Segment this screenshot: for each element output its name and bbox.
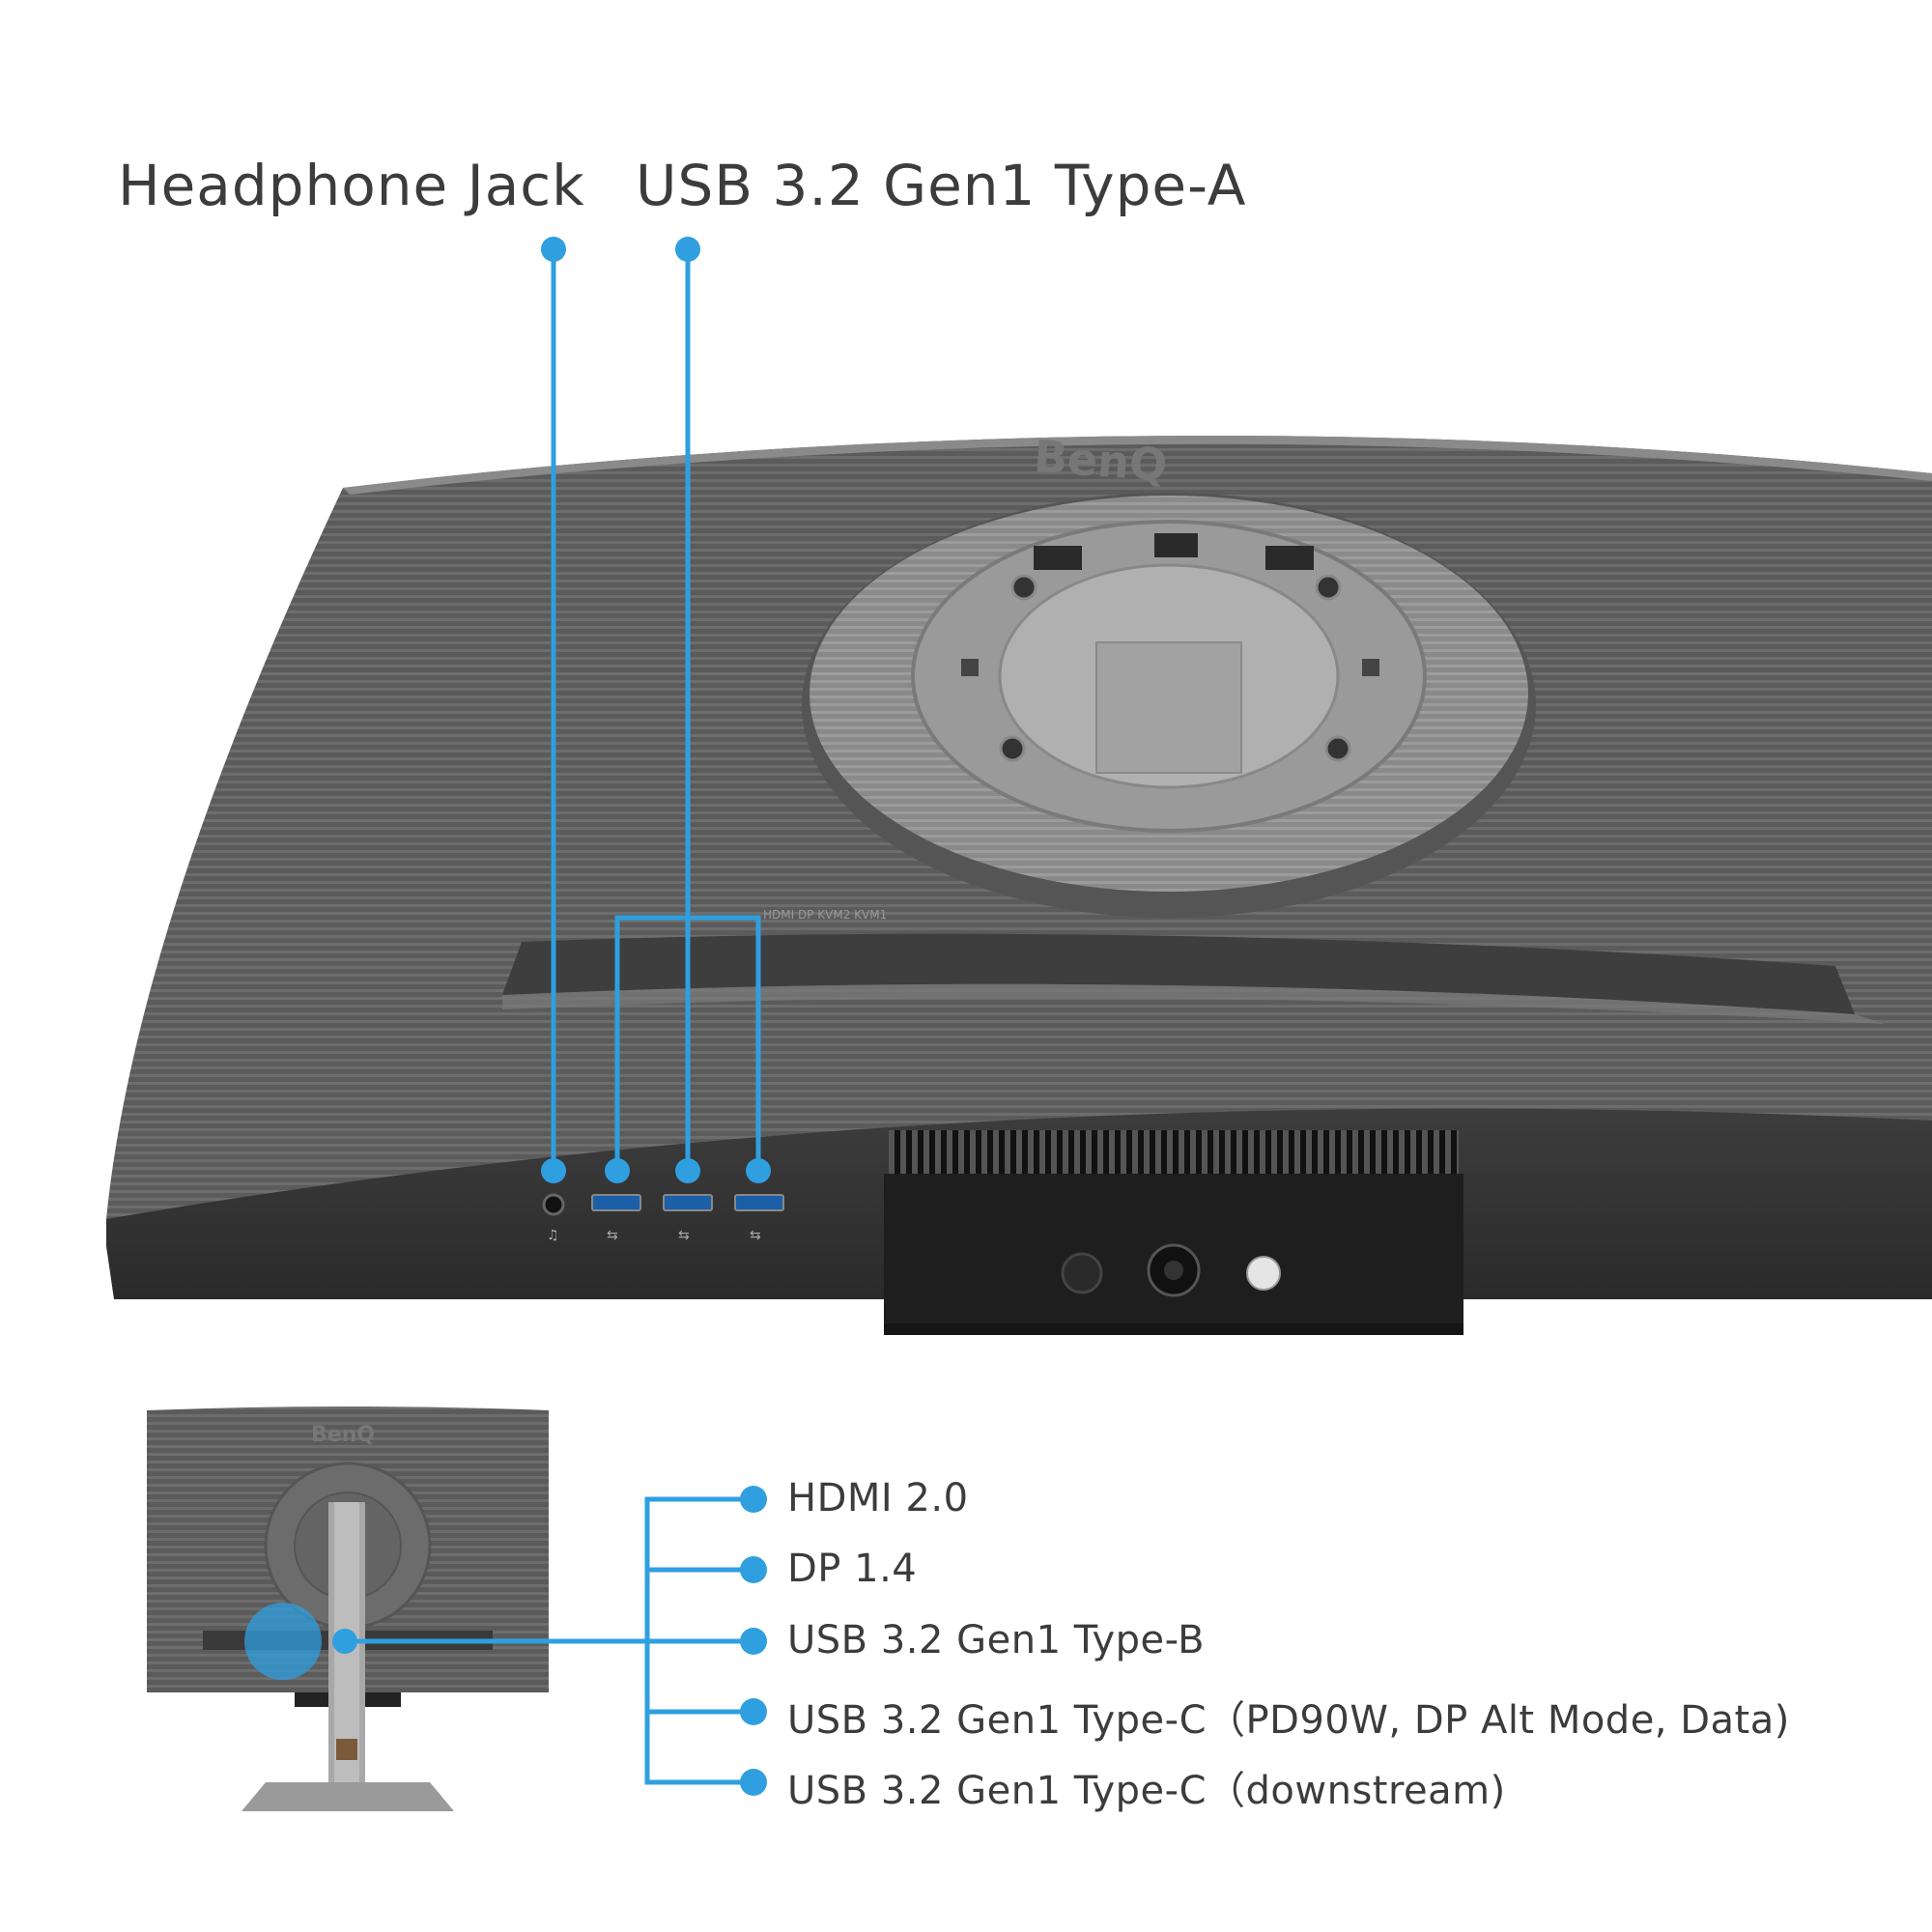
usb-a-port-icon [663, 1194, 713, 1211]
joystick-icon [1061, 1252, 1103, 1294]
hdmi-label: HDMI 2.0 [787, 1476, 969, 1520]
top-callout-lines [551, 249, 761, 1171]
usb-type-a-label: USB 3.2 Gen1 Type-A [636, 153, 1247, 218]
highlight-circle [244, 1603, 322, 1680]
power-button-icon [1246, 1256, 1281, 1291]
svg-text:⇆: ⇆ [678, 1228, 690, 1243]
svg-text:HDMI DP KVM2 KVM1: HDMI DP KVM2 KVM1 [763, 908, 887, 922]
thumbnail-monitor: BenQ [147, 1406, 549, 1811]
svg-text:⇆: ⇆ [750, 1228, 761, 1243]
usb-type-c-upstream-label: USB 3.2 Gen1 Type-C（PD90W, DP Alt Mode, … [787, 1698, 1790, 1743]
brand-logo: BenQ [1032, 430, 1169, 492]
stand-block [884, 1130, 1463, 1335]
io-ports: ♫ ⇆ ⇆ ⇆ [542, 1193, 784, 1243]
svg-text:⇆: ⇆ [607, 1228, 618, 1243]
svg-text:BenQ: BenQ [311, 1423, 375, 1447]
svg-text:♫: ♫ [547, 1228, 559, 1243]
vesa-mount [802, 493, 1536, 918]
headphone-port-icon [542, 1193, 565, 1216]
bottom-callout-lines [345, 1496, 753, 1785]
usb-a-port-icon [734, 1194, 784, 1211]
bottom-callout-dots [332, 1486, 767, 1796]
dp-label: DP 1.4 [787, 1547, 918, 1591]
headphone-jack-label: Headphone Jack [118, 153, 585, 218]
usb-a-port-icon [591, 1194, 641, 1211]
usb-type-b-label: USB 3.2 Gen1 Type-B [787, 1618, 1206, 1662]
callout-dots [541, 237, 771, 1183]
usb-type-c-downstream-label: USB 3.2 Gen1 Type-C（downstream) [787, 1769, 1506, 1813]
